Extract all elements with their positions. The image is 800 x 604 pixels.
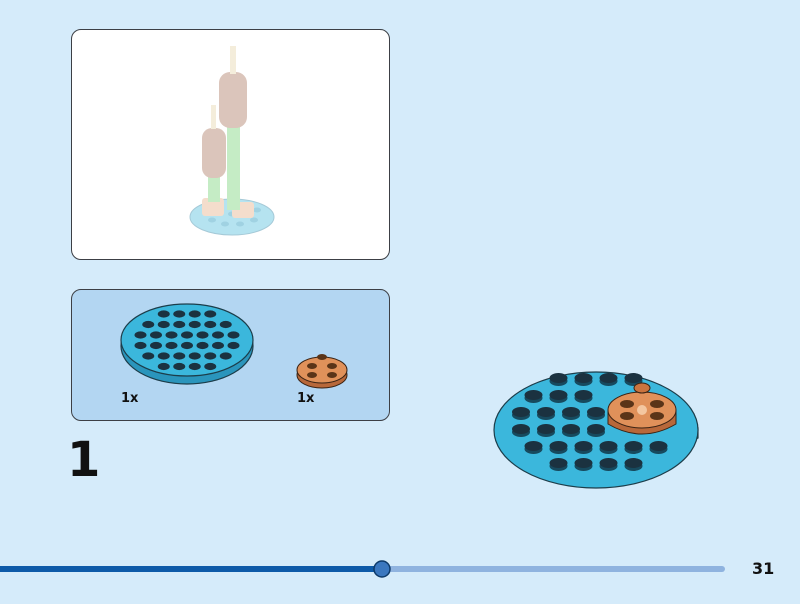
- stud: [165, 331, 178, 339]
- stud: [599, 373, 618, 383]
- stud: [157, 352, 170, 360]
- stud: [549, 373, 568, 383]
- stud: [196, 341, 209, 350]
- step-number: 1: [67, 432, 101, 488]
- progress-fill: [0, 566, 382, 572]
- round-plate-small-part: [296, 354, 348, 389]
- parts-list-panel: 1x 1x: [71, 289, 390, 421]
- stud: [196, 331, 209, 339]
- parts-illustration: [120, 303, 348, 389]
- stud: [165, 341, 178, 350]
- stud: [587, 407, 605, 417]
- stud: [181, 331, 193, 339]
- stud: [512, 424, 530, 434]
- stud: [624, 458, 643, 468]
- stud: [157, 310, 170, 318]
- stud: [212, 341, 224, 350]
- part-quantity-small-plate: 1x: [297, 391, 315, 406]
- step-build-illustration: [493, 371, 699, 489]
- stud: [624, 373, 643, 383]
- stud: [157, 320, 170, 329]
- stud: [134, 341, 147, 350]
- stud: [537, 407, 555, 417]
- build-progress-bar: [0, 560, 725, 578]
- model-preview-illustration: [189, 46, 275, 236]
- round-plate-large-part: [120, 303, 254, 385]
- stud: [204, 310, 217, 318]
- stud: [173, 310, 186, 318]
- stud: [204, 320, 217, 329]
- stud: [574, 373, 593, 383]
- stud: [227, 341, 240, 350]
- stud: [599, 441, 618, 451]
- stud: [562, 424, 580, 434]
- stud: [574, 441, 593, 451]
- stud: [524, 390, 543, 400]
- stud: [173, 362, 186, 371]
- part-quantity-large-plate: 1x: [121, 391, 139, 406]
- stud: [624, 441, 643, 451]
- stud: [150, 341, 162, 350]
- stud: [549, 458, 568, 468]
- stud: [204, 362, 217, 371]
- stud: [574, 390, 593, 400]
- stud: [227, 331, 240, 339]
- stud: [537, 424, 555, 434]
- stud: [150, 331, 162, 339]
- stud: [173, 352, 186, 360]
- stud: [173, 320, 186, 329]
- stud: [142, 352, 155, 360]
- stud: [562, 407, 580, 417]
- progress-marker: [373, 560, 391, 578]
- stud: [599, 458, 618, 468]
- stud: [512, 407, 530, 417]
- stud: [574, 458, 593, 468]
- round-plate-assembled: [493, 371, 699, 489]
- stud: [587, 424, 605, 434]
- stud: [649, 441, 668, 451]
- stud: [188, 320, 201, 329]
- stud: [188, 352, 201, 360]
- stud: [181, 341, 193, 350]
- stud: [157, 362, 170, 371]
- stud: [219, 320, 232, 329]
- stud: [204, 352, 217, 360]
- stud: [549, 390, 568, 400]
- stud: [134, 331, 147, 339]
- stud: [549, 441, 568, 451]
- stud: [188, 362, 201, 371]
- stud: [524, 441, 543, 451]
- stud: [219, 352, 232, 360]
- stud: [212, 331, 224, 339]
- model-preview-panel: [71, 29, 390, 260]
- round-plate-small-placed: [607, 382, 677, 435]
- stud: [142, 320, 155, 329]
- stud: [188, 310, 201, 318]
- page-number: 31: [752, 559, 775, 578]
